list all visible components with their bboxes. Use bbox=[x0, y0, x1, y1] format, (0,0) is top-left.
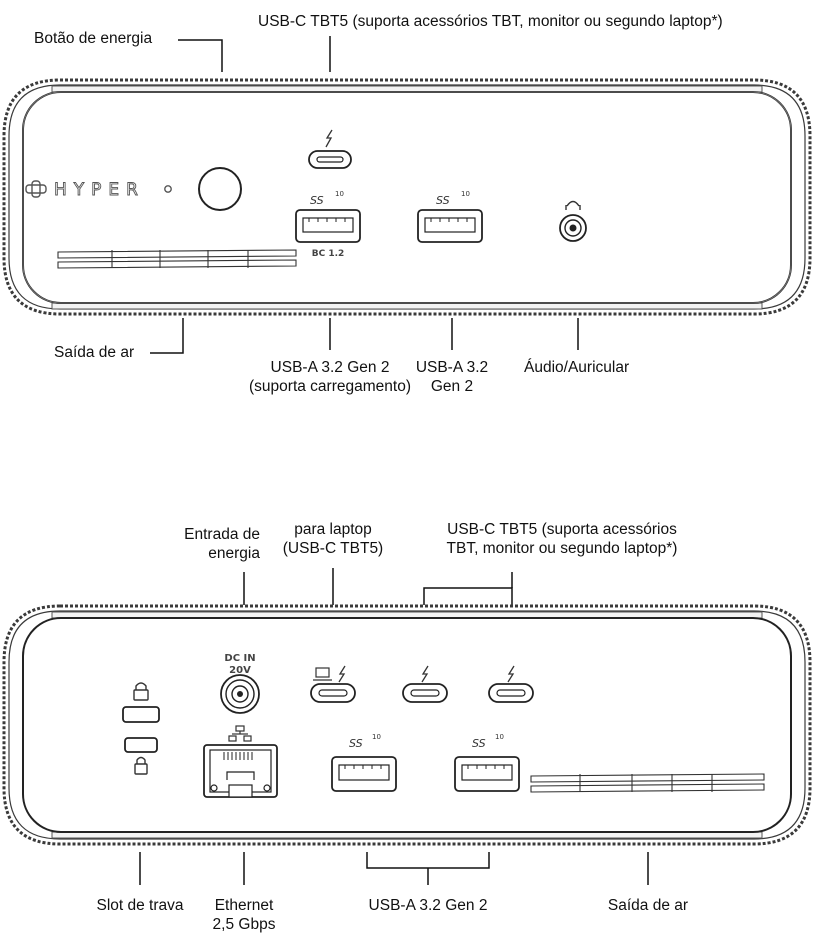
label-laptop-line1: para laptop bbox=[294, 521, 372, 538]
lock-icon bbox=[134, 763, 148, 775]
thunderbolt-icon bbox=[421, 665, 429, 683]
superspeed-icon: SS bbox=[349, 737, 363, 750]
svg-text:10: 10 bbox=[372, 733, 381, 741]
front-usba-charging-port: SS 10 BC 1.2 bbox=[295, 190, 361, 259]
back-usbc-port-1 bbox=[402, 665, 448, 703]
brand-text: HYPER bbox=[54, 180, 145, 200]
back-panel-diagram: DC IN 20V bbox=[2, 568, 812, 885]
back-face bbox=[22, 617, 792, 833]
headphone-icon bbox=[565, 200, 581, 210]
label-usba-charging-line1: USB-A 3.2 Gen 2 bbox=[270, 359, 390, 376]
svg-text:10: 10 bbox=[335, 190, 344, 198]
svg-text:10: 10 bbox=[495, 733, 504, 741]
front-audio-jack bbox=[559, 200, 587, 242]
label-front-usba-line2: Gen 2 bbox=[430, 378, 474, 395]
label-ethernet-line2: 2,5 Gbps bbox=[212, 916, 276, 933]
back-usbc-port-2 bbox=[488, 665, 534, 703]
ethernet-port bbox=[203, 725, 278, 798]
svg-text:10: 10 bbox=[461, 190, 470, 198]
thunderbolt-icon bbox=[507, 665, 515, 683]
label-usba-charging-line2: (suporta carregamento) bbox=[249, 378, 411, 395]
label-ethernet: Ethernet 2,5 Gbps bbox=[184, 896, 304, 934]
label-back-usba: USB-A 3.2 Gen 2 bbox=[368, 897, 488, 914]
superspeed-icon: SS bbox=[472, 737, 486, 750]
back-usbc-laptop-port bbox=[310, 665, 356, 703]
label-back-usbc-line1: USB-C TBT5 (suporta acessórios bbox=[447, 521, 677, 538]
superspeed-icon: SS bbox=[310, 194, 324, 207]
label-front-usba: USB-A 3.2 Gen 2 bbox=[402, 358, 502, 396]
label-power-in-line1: Entrada de bbox=[184, 526, 260, 543]
power-button[interactable] bbox=[198, 167, 242, 211]
laptop-icon bbox=[313, 667, 332, 681]
front-air-vent bbox=[57, 249, 297, 269]
label-power-in-line2: energia bbox=[208, 545, 260, 562]
label-front-usbc: USB-C TBT5 (suporta acessórios TBT, moni… bbox=[258, 13, 723, 30]
leader-air-outlet bbox=[150, 318, 184, 354]
front-panel-diagram: HYPER SS 10 BC 1.2 SS 10 bbox=[2, 36, 812, 354]
label-laptop-line2: (USB-C TBT5) bbox=[282, 540, 384, 557]
hyper-logo-icon bbox=[25, 180, 172, 198]
thunderbolt-icon bbox=[338, 665, 346, 683]
leader-power-button bbox=[178, 39, 223, 72]
label-usba-charging: USB-A 3.2 Gen 2 (suporta carregamento) bbox=[230, 358, 430, 396]
label-ethernet-line1: Ethernet bbox=[214, 897, 274, 914]
back-usba-port-2: SS 10 bbox=[454, 733, 520, 792]
label-laptop: para laptop (USB-C TBT5) bbox=[268, 520, 398, 558]
svg-text:BC 1.2: BC 1.2 bbox=[312, 249, 345, 259]
label-back-air-outlet: Saída de ar bbox=[607, 897, 689, 914]
label-front-air-outlet: Saída de ar bbox=[54, 344, 135, 361]
thunderbolt-icon bbox=[325, 129, 333, 148]
label-back-usbc: USB-C TBT5 (suporta acessórios TBT, moni… bbox=[412, 520, 712, 558]
front-usbc-port bbox=[308, 129, 352, 169]
label-front-usba-line1: USB-A 3.2 bbox=[415, 359, 489, 376]
label-audio: Áudio/Auricular bbox=[524, 359, 630, 376]
superspeed-icon: SS bbox=[436, 194, 450, 207]
label-back-usbc-line2: TBT, monitor ou segundo laptop*) bbox=[446, 540, 678, 557]
svg-text:DC IN: DC IN bbox=[224, 653, 255, 664]
leader-usba-bracket bbox=[366, 852, 490, 869]
svg-text:20V: 20V bbox=[229, 665, 251, 676]
label-lock-slot: Slot de trava bbox=[96, 897, 184, 914]
leader-usbc-bracket bbox=[423, 587, 513, 605]
lock-slot bbox=[122, 682, 160, 775]
dc-in-port: DC IN 20V bbox=[220, 653, 260, 714]
front-usba-port: SS 10 bbox=[417, 190, 483, 243]
device-grip-edge bbox=[2, 604, 812, 846]
back-usba-port-1: SS 10 bbox=[331, 733, 397, 792]
label-power-button: Botão de energia bbox=[34, 30, 153, 47]
back-air-vent bbox=[530, 773, 765, 793]
lock-icon bbox=[135, 682, 147, 690]
label-power-in: Entrada de energia bbox=[150, 525, 260, 563]
network-icon bbox=[228, 725, 252, 742]
